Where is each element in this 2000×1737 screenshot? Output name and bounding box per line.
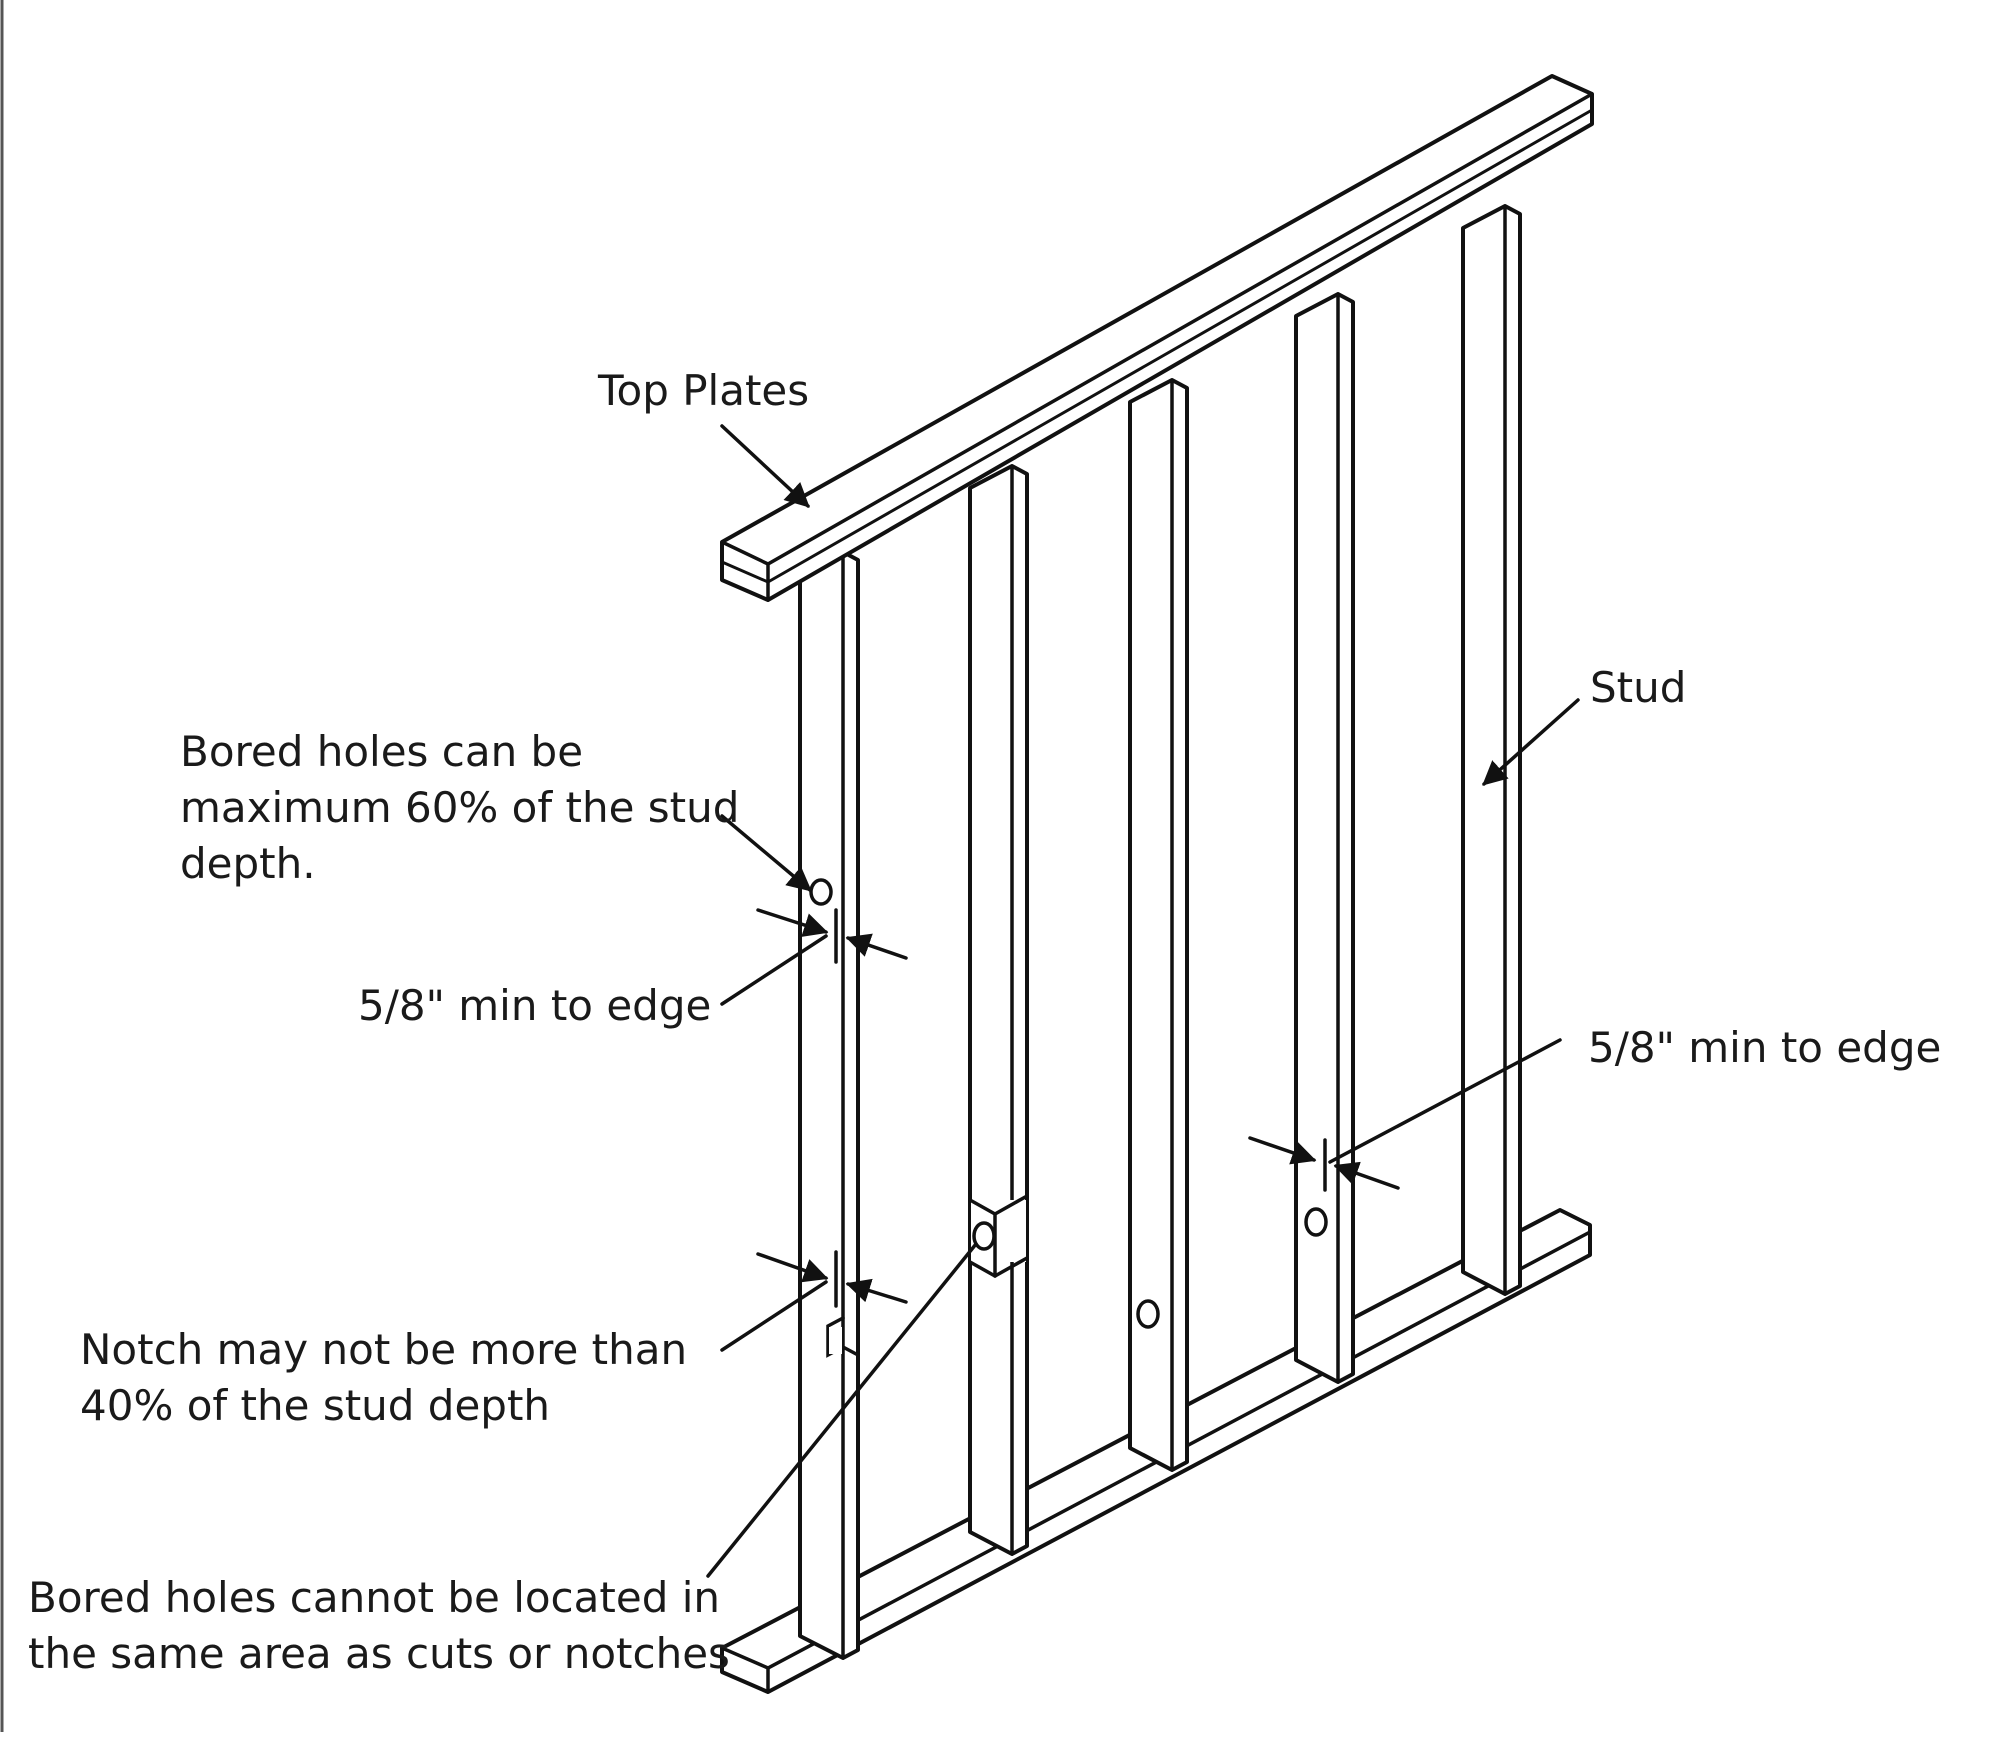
svg-text:Bored holes can be: Bored holes can be xyxy=(180,727,583,776)
label-edge-right: 5/8" min to edge xyxy=(1588,1023,1941,1072)
bored-holes xyxy=(809,878,1328,1329)
label-notch: Notch may not be more than 40% of the st… xyxy=(80,1325,687,1430)
label-stud: Stud xyxy=(1590,663,1686,712)
stud-1 xyxy=(798,550,860,1660)
label-top-plates: Top Plates xyxy=(597,366,809,415)
svg-text:Bored holes cannot be located: Bored holes cannot be located in xyxy=(28,1573,720,1622)
svg-text:maximum 60% of the stud: maximum 60% of the stud xyxy=(180,783,739,832)
hole-at-cut xyxy=(972,1221,996,1251)
svg-text:depth.: depth. xyxy=(180,839,316,888)
callout-leaders xyxy=(706,424,1580,1578)
stud-3 xyxy=(1128,378,1189,1472)
stud-4 xyxy=(1294,292,1355,1384)
stud-arrow xyxy=(1482,698,1580,786)
hole-right xyxy=(1304,1207,1328,1237)
stud-notch xyxy=(826,1316,860,1358)
stud-2 xyxy=(968,464,1029,1556)
top-plates xyxy=(720,74,1594,602)
top-plates-arrow xyxy=(720,424,810,508)
bored-60-arrow xyxy=(720,814,812,892)
label-edge-left: 5/8" min to edge xyxy=(358,981,711,1030)
label-bored-cuts: Bored holes cannot be located in the sam… xyxy=(28,1573,730,1678)
stud-5 xyxy=(1461,204,1522,1296)
hole-middle xyxy=(1136,1299,1160,1329)
svg-text:Notch may not be more than: Notch may not be more than xyxy=(80,1325,687,1374)
label-bored-60: Bored holes can be maximum 60% of the st… xyxy=(180,727,739,888)
hole-upper-left xyxy=(809,878,833,906)
svg-text:the same area as cuts or notch: the same area as cuts or notches xyxy=(28,1629,730,1678)
svg-text:40% of the stud depth: 40% of the stud depth xyxy=(80,1381,550,1430)
